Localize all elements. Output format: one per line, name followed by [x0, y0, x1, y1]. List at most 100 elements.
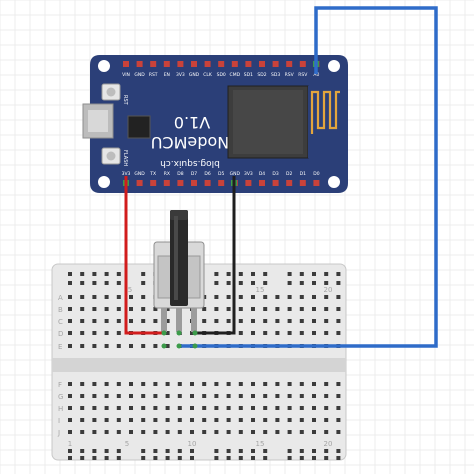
top-pin-label: RSV — [285, 72, 295, 78]
breadboard-hole — [68, 430, 72, 434]
breadboard-hole — [104, 319, 109, 323]
breadboard-hole — [116, 406, 121, 410]
breadboard-hole — [312, 319, 316, 323]
breadboard-hole — [104, 456, 109, 460]
breadboard-hole — [263, 456, 268, 460]
breadboard-hole — [177, 430, 182, 434]
breadboard-hole — [202, 430, 207, 434]
top-pin-label: 3V3 — [176, 72, 185, 78]
wire-black-gnd — [195, 176, 236, 335]
breadboard-hole — [287, 295, 292, 299]
breadboard-hole — [336, 272, 341, 276]
breadboard-hole — [92, 319, 97, 323]
breadboard-hole — [251, 449, 255, 453]
top-pin — [150, 61, 157, 67]
bottom-pin-label: D8 — [177, 171, 183, 177]
breadboard-hole — [141, 382, 146, 386]
breadboard-hole — [238, 307, 243, 311]
breadboard-hole — [116, 319, 121, 323]
breadboard-hole — [165, 406, 170, 410]
breadboard-hole — [80, 418, 85, 422]
mounting-hole — [328, 60, 340, 72]
top-pin-label: VIN — [122, 72, 130, 78]
breadboard-row-label: J — [57, 429, 60, 437]
breadboard-hole — [312, 418, 316, 422]
potentiometer-knob-top — [170, 210, 188, 220]
breadboard-hole — [263, 295, 268, 299]
breadboard-row-label: C — [58, 318, 63, 326]
breadboard-hole — [153, 319, 158, 323]
breadboard-hole — [141, 430, 146, 434]
breadboard-hole — [104, 430, 109, 434]
breadboard-hole — [336, 319, 341, 323]
breadboard-hole — [287, 406, 292, 410]
bottom-pin-label: 3V3 — [122, 171, 131, 177]
breadboard-hole — [68, 307, 72, 311]
breadboard-hole — [299, 281, 304, 285]
breadboard-hole — [287, 430, 292, 434]
breadboard-hole — [68, 382, 72, 386]
breadboard-hole — [263, 430, 268, 434]
breadboard-column-label: 5 — [128, 286, 132, 294]
breadboard-hole — [263, 307, 268, 311]
breadboard-hole — [165, 449, 170, 453]
breadboard-row-label: A — [58, 294, 63, 302]
breadboard-hole — [275, 394, 280, 398]
breadboard-hole — [92, 281, 97, 285]
breadboard-hole — [336, 406, 341, 410]
wire-red-3v3 — [124, 176, 164, 335]
breadboard-hole — [141, 281, 146, 285]
breadboard-hole — [202, 406, 207, 410]
potentiometer-shaft — [170, 210, 188, 306]
top-pin-label: SD3 — [271, 72, 280, 78]
breadboard-hole — [153, 418, 158, 422]
breadboard-row-label: F — [58, 381, 62, 389]
breadboard-hole — [324, 418, 329, 422]
breadboard-hole — [116, 394, 121, 398]
breadboard-hole — [324, 382, 329, 386]
breadboard-hole — [129, 394, 133, 398]
bottom-pin-label: D2 — [286, 171, 292, 177]
breadboard-column-label: 20 — [324, 440, 333, 448]
breadboard-hole — [153, 344, 158, 348]
bottom-pin-label: GND — [230, 171, 241, 177]
breadboard-hole — [141, 456, 146, 460]
potentiometer — [153, 210, 205, 332]
antenna-trace — [310, 90, 340, 134]
breadboard-hole — [324, 394, 329, 398]
top-pin — [231, 61, 238, 67]
breadboard-hole — [80, 406, 85, 410]
breadboard-hole-active — [192, 343, 198, 349]
breadboard-hole — [214, 319, 219, 323]
breadboard-hole — [336, 331, 341, 335]
breadboard-hole — [275, 382, 280, 386]
breadboard-hole — [336, 295, 341, 299]
breadboard-hole — [202, 382, 207, 386]
breadboard-hole — [80, 272, 85, 276]
breadboard-hole — [92, 295, 97, 299]
bottom-pin — [191, 180, 197, 186]
breadboard-hole — [92, 382, 97, 386]
breadboard-hole — [92, 449, 97, 453]
breadboard-hole — [68, 449, 72, 453]
breadboard-hole — [165, 307, 170, 311]
breadboard-hole — [287, 281, 292, 285]
breadboard-hole — [324, 319, 329, 323]
breadboard-hole — [214, 281, 219, 285]
breadboard-hole — [68, 394, 72, 398]
breadboard-hole — [287, 331, 292, 335]
potentiometer-leg-right — [191, 308, 197, 332]
breadboard-hole — [104, 382, 109, 386]
breadboard-hole — [116, 456, 121, 460]
breadboard-hole — [177, 382, 182, 386]
breadboard-hole — [299, 331, 304, 335]
top-pin — [245, 61, 252, 67]
breadboard-hole — [141, 295, 146, 299]
top-pin-header — [123, 61, 320, 67]
breadboard-hole — [324, 456, 329, 460]
breadboard-hole — [251, 281, 255, 285]
breadboard-hole — [312, 430, 316, 434]
breadboard-hole — [312, 394, 316, 398]
